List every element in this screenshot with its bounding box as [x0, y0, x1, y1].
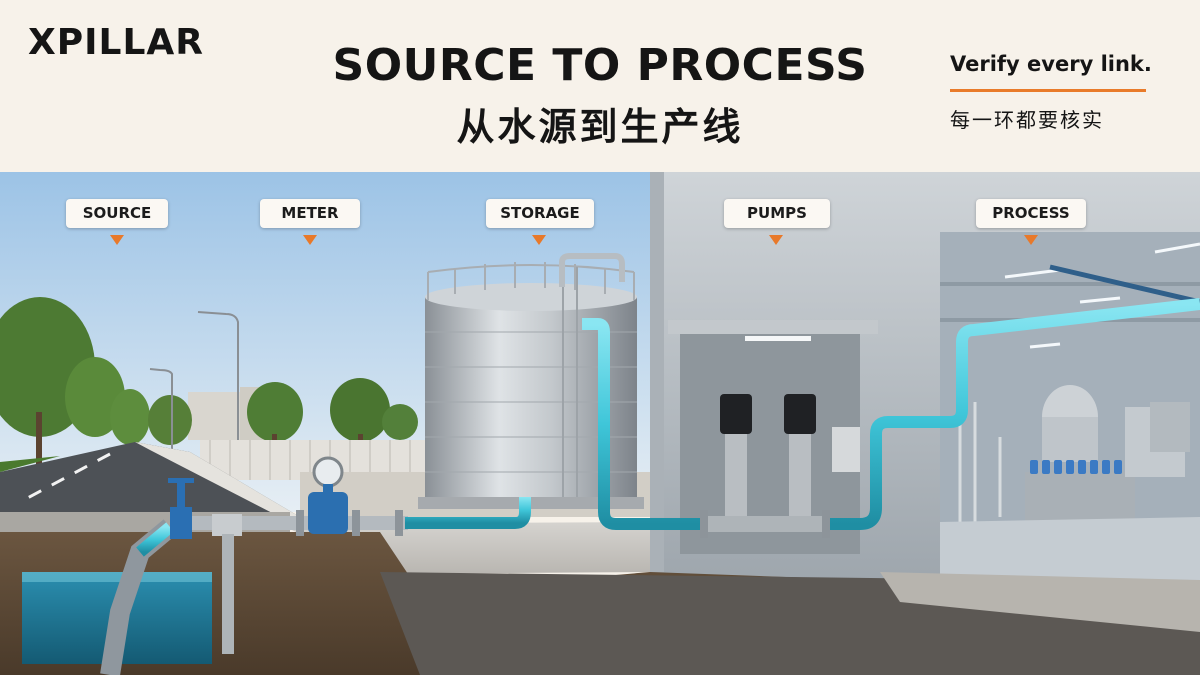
pipeline: [100, 298, 1200, 675]
stage-label-storage: STORAGE: [486, 199, 594, 228]
page-title: SOURCE TO PROCESS: [332, 40, 868, 91]
flow-meter: [308, 492, 348, 534]
header-band: XPILLAR SOURCE TO PROCESS 从水源到生产线 Verify…: [0, 0, 1200, 172]
stage-marker-pumps: [769, 235, 783, 245]
stage-marker-meter: [303, 235, 317, 245]
stage-label-process: PROCESS: [976, 199, 1086, 228]
booster-pumps: [720, 394, 816, 516]
factory-floor: [940, 517, 1200, 592]
stage-label-meter: METER: [260, 199, 360, 228]
stage-label-source: SOURCE: [66, 199, 168, 228]
tagline-underline: [950, 89, 1146, 92]
process-machinery: [958, 385, 1190, 547]
road: [0, 442, 300, 517]
brand-logo: XPILLAR: [28, 22, 204, 63]
stage-marker-process: [1024, 235, 1038, 245]
stage-marker-source: [110, 235, 124, 245]
storage-tank: [418, 253, 644, 509]
control-panel: [832, 427, 860, 472]
tagline: Verify every link.: [950, 52, 1152, 76]
gate-valve: [170, 507, 192, 539]
scene-illustration: [0, 172, 1200, 675]
page-subtitle-zh: 从水源到生产线: [456, 105, 744, 149]
stage-label-pumps: PUMPS: [724, 199, 830, 228]
water-flow-scene: SOURCE METER STORAGE PUMPS PROCESS: [0, 172, 1200, 675]
stage-marker-storage: [532, 235, 546, 245]
meter-gauge: [312, 456, 344, 488]
street-lamps: [149, 311, 239, 472]
tagline-zh: 每一环都要核实: [950, 108, 1104, 132]
tree-line: [0, 297, 418, 472]
pump-room-light: [745, 336, 811, 341]
